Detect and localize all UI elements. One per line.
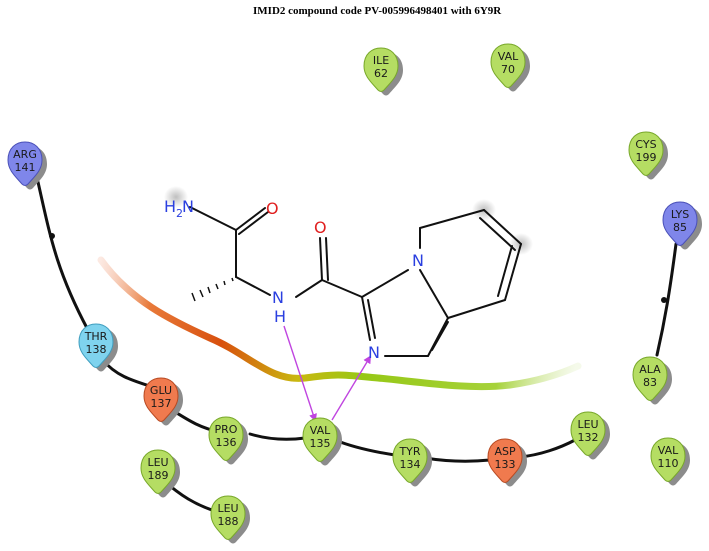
residue-number: 133 [495, 458, 516, 471]
hbond-nh-val135 [283, 325, 317, 422]
residue-drop [490, 43, 526, 88]
residue-name: LYS [671, 208, 689, 221]
residue-name: LEU [147, 456, 168, 469]
residue-name: CYS [635, 138, 656, 151]
residue-name: ILE [373, 54, 389, 67]
atom-nh2-sub: 2 [176, 207, 183, 220]
atom-bridge-n: N [412, 251, 424, 270]
residue-number: 70 [501, 63, 515, 76]
backbone-val-tyr [333, 438, 397, 457]
atom-nh-h: H [274, 307, 286, 326]
backbone-pro-val [248, 432, 307, 441]
residue-drop [650, 437, 686, 482]
residue-number: 62 [374, 67, 388, 80]
hbond-val135-n [331, 355, 372, 421]
backbone-tyr-asp [423, 456, 492, 463]
residue-number: 85 [673, 221, 687, 234]
residue-number: 136 [216, 436, 237, 449]
residue-name: VAL [498, 50, 519, 63]
residues: ILE62VAL70ARG141CYS199LYS85THR138ALA83GL… [7, 43, 702, 544]
ligand-atoms: H 2 N O O N H N N [164, 197, 424, 362]
residue-drop [662, 201, 698, 246]
residue-name: GLU [150, 384, 172, 397]
atom-amide-oxygen: O [266, 199, 279, 218]
residue-drop [363, 47, 399, 92]
residue-drop [632, 356, 668, 401]
residue-name: THR [84, 330, 108, 343]
residue-number: 132 [578, 431, 599, 444]
residue-number: 110 [658, 457, 679, 470]
residue-number: 83 [643, 376, 657, 389]
atom-imidazole-n: N [368, 343, 380, 362]
residue-name: VAL [310, 424, 331, 437]
pocket-contour [97, 256, 582, 391]
backbone-asp-leu [518, 438, 577, 459]
residue-drop [302, 417, 338, 462]
residue-drop [140, 449, 176, 494]
ligand-bonds [189, 206, 522, 357]
backbone-arg-thr [36, 180, 90, 332]
atom-nh-n: N [272, 288, 284, 307]
residue-drop [628, 131, 664, 176]
residue-drop [143, 377, 179, 422]
residue-number: 138 [86, 343, 107, 356]
residue-drop [208, 416, 244, 461]
residue-drop [392, 438, 428, 483]
residue-name: LEU [577, 418, 598, 431]
residue-drop [7, 141, 43, 186]
backbone-lys-ala [655, 242, 678, 357]
residue-number: 134 [400, 458, 421, 471]
residue-number: 137 [151, 397, 172, 410]
atom-carbonyl-oxygen: O [314, 218, 327, 237]
residue-number: 135 [310, 437, 331, 450]
residue-name: TYR [398, 445, 420, 458]
atom-nh2-n: N [182, 197, 194, 216]
residue-number: 141 [15, 161, 36, 174]
backbone [36, 180, 678, 514]
residue-drop [78, 323, 114, 368]
residue-name: ARG [13, 148, 37, 161]
residue-name: LEU [217, 502, 238, 515]
residue-drop [210, 495, 246, 540]
residue-number: 199 [636, 151, 657, 164]
residue-drop [570, 411, 606, 456]
solvent-halos [164, 186, 533, 255]
residue-name: VAL [658, 444, 679, 457]
residue-name: ALA [639, 363, 661, 376]
residue-drop [487, 438, 523, 483]
residue-number: 188 [218, 515, 239, 528]
residue-name: PRO [215, 423, 238, 436]
stereo-wedge [191, 277, 234, 302]
diagram-title: IMID2 compound code PV-005996498401 with… [253, 5, 502, 17]
backbone-nodes [49, 233, 667, 303]
hbond-arrows [283, 325, 372, 422]
atom-nh2-h: H [164, 197, 176, 216]
residue-name: ASP [494, 445, 516, 458]
residue-number: 189 [148, 469, 169, 482]
